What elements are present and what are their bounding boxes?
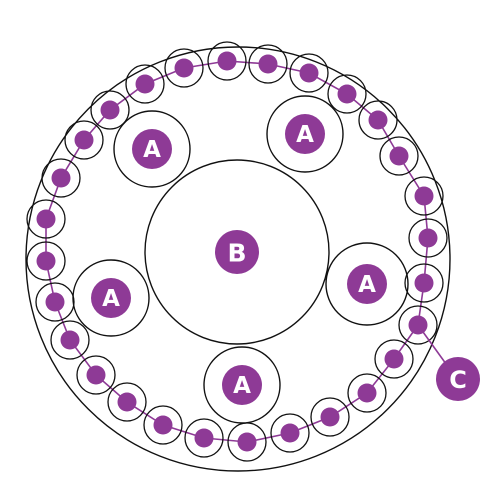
a-node-outline — [72, 259, 150, 337]
bead-outline — [50, 320, 90, 360]
outer-boundary-circle — [25, 46, 451, 472]
a-node-left: A — [72, 259, 150, 337]
center-b-disc — [215, 230, 259, 274]
bead-dot — [194, 428, 214, 448]
a-node-outline — [266, 95, 344, 173]
c-node: C — [436, 357, 480, 401]
bead-dot — [357, 383, 377, 403]
bead-dot — [117, 392, 137, 412]
bead-dot — [414, 273, 434, 293]
bead-dot — [368, 110, 388, 130]
a-node-disc — [91, 278, 131, 318]
bead-outline — [404, 176, 444, 216]
a-node-outline — [203, 346, 281, 424]
bead-dot — [418, 228, 438, 248]
bead-dot — [237, 432, 257, 452]
bead-outline — [408, 218, 448, 258]
bead-dot — [414, 186, 434, 206]
a-node-label: A — [358, 272, 376, 298]
c-node-label: C — [449, 366, 467, 394]
a-node-top-right: A — [266, 95, 344, 173]
bead-outline — [41, 158, 81, 198]
bead-outline — [310, 397, 350, 437]
bead-dot — [74, 130, 94, 150]
a-node-outline — [325, 242, 409, 326]
bead-outline — [76, 355, 116, 395]
bead-outline — [248, 44, 288, 84]
bead-dot — [389, 146, 409, 166]
bead-outline — [107, 382, 147, 422]
bead-dot — [45, 292, 65, 312]
bead-dot — [174, 58, 194, 78]
bead-ring — [26, 41, 448, 462]
bead-dot — [36, 251, 56, 271]
a-node-disc — [347, 264, 387, 304]
a-node-outline — [113, 110, 191, 188]
bead-outline — [125, 64, 165, 104]
c-node-disc — [436, 357, 480, 401]
center-b-label: B — [227, 239, 246, 268]
a-node-bottom: A — [203, 346, 281, 424]
a-node-disc — [222, 365, 262, 405]
bead-outline — [289, 53, 329, 93]
bead-outline — [184, 418, 224, 458]
bead-dot — [258, 54, 278, 74]
a-node-disc — [132, 129, 172, 169]
bead-dot — [337, 84, 357, 104]
center-b-node: B — [144, 159, 330, 345]
bead-dot — [51, 168, 71, 188]
a-node-right: A — [325, 242, 409, 326]
bead-outline — [374, 339, 414, 379]
bead-dot — [384, 349, 404, 369]
bead-dots — [36, 51, 438, 452]
a-node-label: A — [233, 373, 251, 399]
center-b-outline — [144, 159, 330, 345]
bead-outline — [143, 405, 183, 445]
bead-dot — [135, 74, 155, 94]
bead-dot — [217, 51, 237, 71]
bead-dot — [299, 63, 319, 83]
bead-dot — [86, 365, 106, 385]
a-node-top-left: A — [113, 110, 191, 188]
a-node-label: A — [143, 137, 161, 163]
bead-outline — [164, 48, 204, 88]
bead-dot — [36, 209, 56, 229]
a-node-label: A — [102, 286, 120, 312]
bead-dot — [153, 415, 173, 435]
bead-dot — [320, 407, 340, 427]
bead-outline — [404, 263, 444, 303]
bead-dot — [100, 100, 120, 120]
bead-outline — [347, 373, 387, 413]
bead-outline — [207, 41, 247, 81]
bead-outline — [26, 241, 66, 281]
bead-outline — [64, 120, 104, 160]
bead-outline — [327, 74, 367, 114]
bead-outline — [358, 100, 398, 140]
bead-outline — [35, 282, 75, 322]
bead-outline — [398, 305, 438, 345]
bead-dot — [280, 423, 300, 443]
bead-dot — [60, 330, 80, 350]
bead-outline — [379, 136, 419, 176]
bead-outline — [26, 199, 66, 239]
bead-outline — [90, 90, 130, 130]
a-node-label: A — [296, 122, 314, 148]
a-node-disc — [285, 114, 325, 154]
bead-outline — [270, 413, 310, 453]
